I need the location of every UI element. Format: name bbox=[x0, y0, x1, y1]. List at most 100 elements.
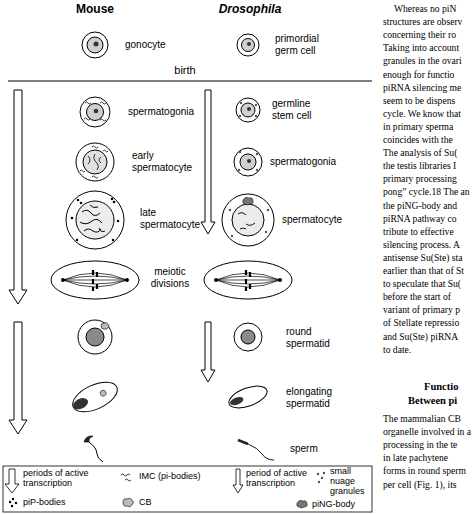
spermatogonia-cell bbox=[234, 148, 262, 176]
cell-outline bbox=[226, 382, 270, 413]
body-text: cycle. We know that bbox=[383, 108, 461, 119]
body-text: of Stellate repressio bbox=[383, 317, 459, 328]
body-text: forms in round sperm bbox=[383, 465, 466, 476]
nucleus bbox=[242, 39, 255, 52]
legend-box bbox=[3, 466, 372, 512]
legend-arrow-icon bbox=[5, 469, 19, 493]
stage-label: elongating spermatid bbox=[286, 386, 356, 409]
body-text: The mammalian CB bbox=[383, 413, 461, 424]
sperm-tail bbox=[89, 442, 103, 462]
body-text: processing in the te bbox=[383, 439, 457, 450]
nucleus bbox=[241, 330, 255, 344]
body-text: the testis libraries I bbox=[383, 160, 456, 171]
stage-label: primordial germ cell bbox=[275, 33, 337, 56]
body-text: and Su(Ste) piRNA bbox=[383, 331, 458, 342]
nucleolus bbox=[94, 42, 99, 47]
chromatin bbox=[88, 154, 101, 170]
meiotic-cell bbox=[51, 261, 139, 299]
transcription-arrow bbox=[201, 90, 215, 234]
body-text: The analysis of Su( bbox=[383, 147, 457, 158]
legend-pip-icon bbox=[9, 498, 17, 507]
body-text: antisense Su(Ste) sta bbox=[383, 252, 462, 263]
nucleus bbox=[87, 37, 103, 53]
stage-label: spermatogonia bbox=[270, 156, 350, 168]
sperm-head bbox=[84, 436, 93, 442]
ping-body bbox=[243, 197, 253, 205]
transcription-arrow bbox=[9, 90, 27, 304]
body-text: organelle involved in a bbox=[383, 426, 471, 437]
body-text: in primary sperma bbox=[383, 121, 453, 132]
body-text: before the start of bbox=[383, 291, 451, 302]
transcription-arrow bbox=[201, 322, 215, 382]
cell-outline bbox=[68, 376, 122, 418]
body-text: pong” cycle.18 The an bbox=[383, 186, 470, 197]
body-text: Taking into account bbox=[383, 42, 459, 53]
spindle-poles bbox=[61, 278, 129, 282]
body-text: silencing process. A bbox=[383, 239, 460, 250]
meiotic-cell bbox=[204, 261, 292, 299]
body-text: enough for functio bbox=[383, 69, 454, 80]
body-text: to date. bbox=[383, 344, 411, 355]
stage-label: spermatocyte bbox=[282, 214, 362, 226]
body-text: variant of primary p bbox=[383, 304, 460, 315]
legend-cb-icon bbox=[123, 498, 134, 507]
event-label: birth bbox=[160, 64, 210, 77]
column-heading: Mouse bbox=[55, 3, 135, 17]
section-heading: Between pi bbox=[408, 395, 457, 407]
body-text: granules in the ovari bbox=[383, 55, 462, 66]
nucleolus bbox=[247, 107, 251, 111]
chromatoid-body bbox=[99, 389, 107, 397]
early-spermatocyte-cell bbox=[76, 143, 114, 181]
legend-arrow-icon bbox=[233, 469, 243, 493]
stage-label: late spermatocyte bbox=[140, 207, 210, 230]
body-text: concerning their ro bbox=[383, 29, 456, 40]
body-text: earlier than that of St bbox=[383, 265, 464, 276]
nuage-granules bbox=[238, 151, 258, 171]
elongating-spermatid bbox=[68, 376, 122, 418]
legend-text: periods of active transcription bbox=[23, 468, 118, 488]
spindle bbox=[63, 273, 127, 287]
body-text: piRNA pathway co bbox=[383, 213, 457, 224]
stage-label: meiotic divisions bbox=[141, 266, 199, 289]
legend-text: small nuage granules bbox=[330, 466, 370, 496]
legend-ping-icon bbox=[297, 500, 307, 508]
germ-cell bbox=[237, 34, 259, 56]
body-text: tribute to effective bbox=[383, 226, 454, 237]
body-text: Whereas no piN bbox=[394, 3, 456, 14]
late-spermatocyte-cell bbox=[66, 191, 124, 249]
chromosomes bbox=[246, 270, 250, 291]
nucleolus bbox=[247, 42, 251, 46]
body-text: structures are observ bbox=[383, 16, 462, 27]
nucleus bbox=[86, 328, 104, 346]
body-text: primary processing bbox=[383, 173, 457, 184]
stage-label: sperm bbox=[290, 443, 340, 455]
spermatocyte-cell bbox=[222, 194, 274, 246]
stage-label: early spermatocyte bbox=[132, 150, 202, 173]
column-heading: Drosophila bbox=[205, 3, 295, 17]
legend-text: piNG-body bbox=[312, 499, 370, 509]
chromatin bbox=[238, 213, 255, 229]
nuage-granules bbox=[229, 209, 269, 237]
chromatoid-body bbox=[101, 323, 109, 330]
nucleus bbox=[76, 201, 114, 239]
stage-label: round spermatid bbox=[286, 326, 346, 349]
birth-line bbox=[8, 80, 372, 81]
body-text: in late pachytene bbox=[383, 452, 448, 463]
chromatin bbox=[80, 205, 105, 232]
nucleus bbox=[229, 395, 245, 406]
body-text: seem to be dispens bbox=[383, 95, 455, 106]
sperm-head bbox=[238, 440, 248, 444]
sperm-tail bbox=[248, 444, 274, 460]
body-text: to speculate that Su( bbox=[383, 278, 461, 289]
body-text: coincides with the bbox=[383, 134, 453, 145]
stage-label: spermatogonia bbox=[128, 106, 208, 118]
nucleolus bbox=[247, 159, 251, 163]
section-heading: Functio bbox=[424, 381, 458, 393]
imc-squiggles bbox=[80, 146, 108, 178]
legend-text: period of active transcription bbox=[246, 468, 314, 488]
nucleus bbox=[232, 204, 264, 236]
spindle bbox=[216, 273, 280, 287]
legend-imc-icon bbox=[121, 474, 131, 481]
spindle-poles bbox=[214, 278, 282, 282]
